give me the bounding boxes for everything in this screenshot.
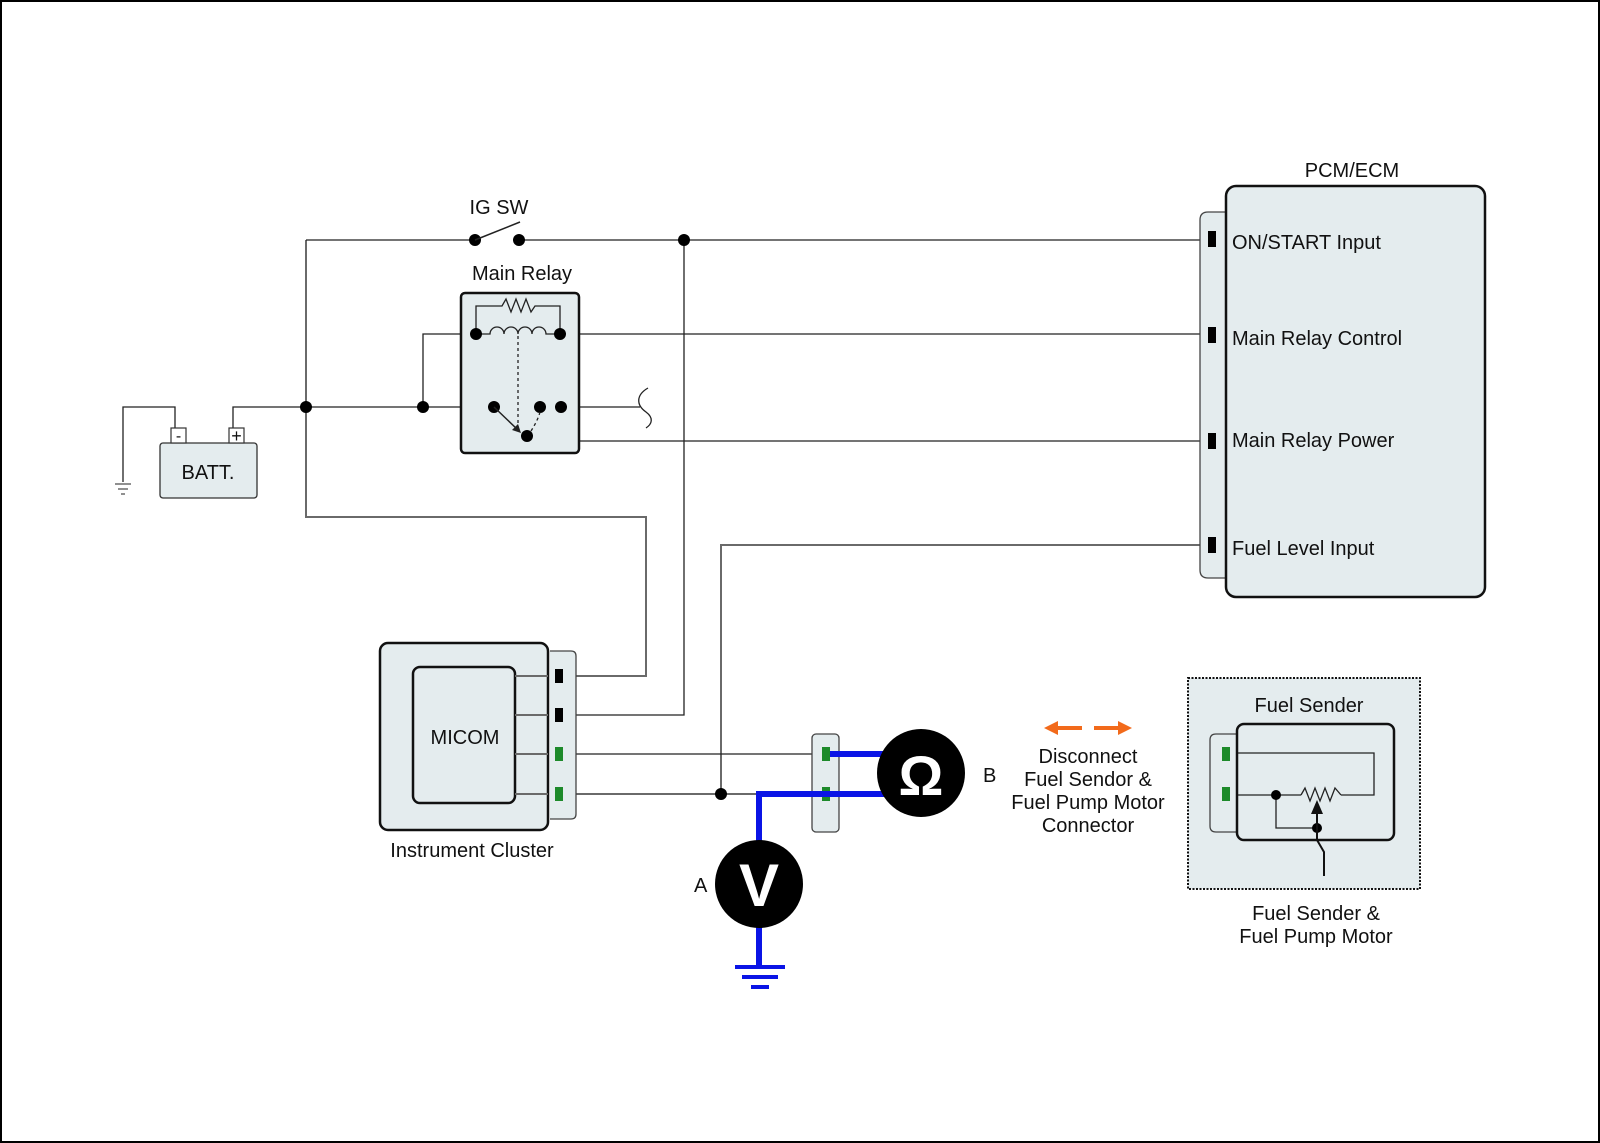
disconnect-note-line: Connector [1042,815,1135,837]
cluster-pin-ignition [555,708,563,722]
voltmeter[interactable]: V A [694,840,803,928]
sender-pin-2 [1222,787,1230,801]
pcm-connector [1199,211,1226,579]
disconnect-note: Disconnect Fuel Sendor & Fuel Pump Motor… [1011,721,1165,837]
probe-ground-icon [735,965,785,989]
sender-internal-wire [1238,752,1375,796]
harness-pin-signal [822,747,830,761]
main-relay-body [459,291,581,455]
battery-body [159,442,258,499]
battery-positive-terminal [228,427,245,444]
pcm-pin-fuel-level [1208,537,1216,553]
ohmmeter-icon[interactable] [877,729,965,817]
relay-output-junction [555,401,567,413]
cluster-connector [550,650,577,820]
pcm-label: PCM/ECM [1305,160,1399,182]
pcm-pin-label: ON/START Input [1232,232,1381,254]
voltmeter-tag: A [694,875,708,897]
sender-junction [1271,790,1281,800]
junction-ign [678,234,690,246]
fuel-sender-label: Fuel Sender [1255,695,1364,717]
junction-fuel-level [715,788,727,800]
relay-coil-supply-wire [422,333,476,407]
pcm-ecm: PCM/ECM ON/START Input Main Relay Contro… [1199,160,1487,599]
relay-contact-blade [493,406,519,431]
pcm-pin-label: Main Relay Power [1232,430,1395,452]
harness-connector-body [811,733,840,833]
sender-pin-1 [1222,747,1230,761]
battery-label: BATT. [182,462,235,484]
disconnect-arrows-icon [1044,721,1132,735]
cluster-pin-sender-ground [555,787,563,801]
cluster-pin-battery [555,669,563,683]
ig-sw-terminal-2 [513,234,525,246]
ig-sw-blade [474,221,521,241]
pcm-pin-relay-control [1208,327,1216,343]
battery-to-cluster-wire [305,240,647,677]
instrument-cluster-label: Instrument Cluster [390,840,554,862]
relay-coil-terminal-2 [554,328,566,340]
junction-battery-bus [300,401,312,413]
voltmeter-symbol: V [739,852,779,919]
pcm-pin-on-start [1208,231,1216,247]
fuel-sender-assembly: Fuel Sender Fuel Sender & Fuel Pump Moto… [1187,677,1421,948]
relay-coil [476,326,560,335]
fuel-sender-body [1235,722,1396,842]
pcm-body [1224,184,1487,599]
sender-wiper-arrow-icon [1311,800,1323,814]
main-relay-label: Main Relay [472,263,572,285]
ohmmeter[interactable]: Ω B [877,729,996,817]
battery-positive-wire [232,406,306,432]
sender-wiper-wire [1275,795,1317,829]
harness-connector [811,733,840,833]
instrument-cluster: MICOM Instrument Cluster [378,641,577,862]
wire-break-symbol [638,387,652,429]
relay-contact-no [534,401,546,413]
relay-contact-travel [530,411,541,432]
relay-coil-terminal-1 [470,328,482,340]
main-relay: Main Relay [459,263,581,455]
pcm-pin-relay-power [1208,433,1216,449]
sender-variable-resistor [1300,786,1342,803]
battery: - + BATT. [115,426,258,499]
cluster-pin-sender-signal [555,747,563,761]
relay-suppression-resistor [475,297,561,334]
fuel-sender-caption-line: Fuel Sender & [1252,903,1381,925]
ohmmeter-tag: B [983,765,996,787]
micom-label: MICOM [431,727,500,749]
disconnect-note-line: Fuel Pump Motor [1011,792,1165,814]
battery-ground-wire [122,406,176,482]
junction-relay-supply [417,401,429,413]
micom-chip [411,665,517,805]
battery-negative-symbol: - [176,428,181,445]
ig-sw-label: IG SW [470,197,529,219]
disconnect-note-line: Disconnect [1039,746,1138,768]
wires [122,239,1207,795]
fuel-sender-connector [1209,733,1238,833]
fuel-level-input-wire [720,544,1207,794]
junctions [300,234,727,800]
disconnect-note-line: Fuel Sendor & [1024,769,1153,791]
battery-negative-terminal [170,427,187,444]
sender-float-arm [1316,828,1325,876]
relay-contact-armature [521,430,533,442]
battery-positive-symbol: + [231,426,242,446]
ign-to-cluster-wire [562,240,685,716]
fuel-sender-caption-line: Fuel Pump Motor [1239,926,1393,948]
voltmeter-icon[interactable] [715,840,803,928]
pcm-pin-label: Main Relay Control [1232,328,1402,350]
chassis-ground-icon [115,483,131,495]
ohmmeter-symbol: Ω [899,744,944,807]
ignition-switch: IG SW [469,197,529,246]
pcm-pin-label: Fuel Level Input [1232,538,1375,560]
relay-arrow-icon [512,424,521,433]
